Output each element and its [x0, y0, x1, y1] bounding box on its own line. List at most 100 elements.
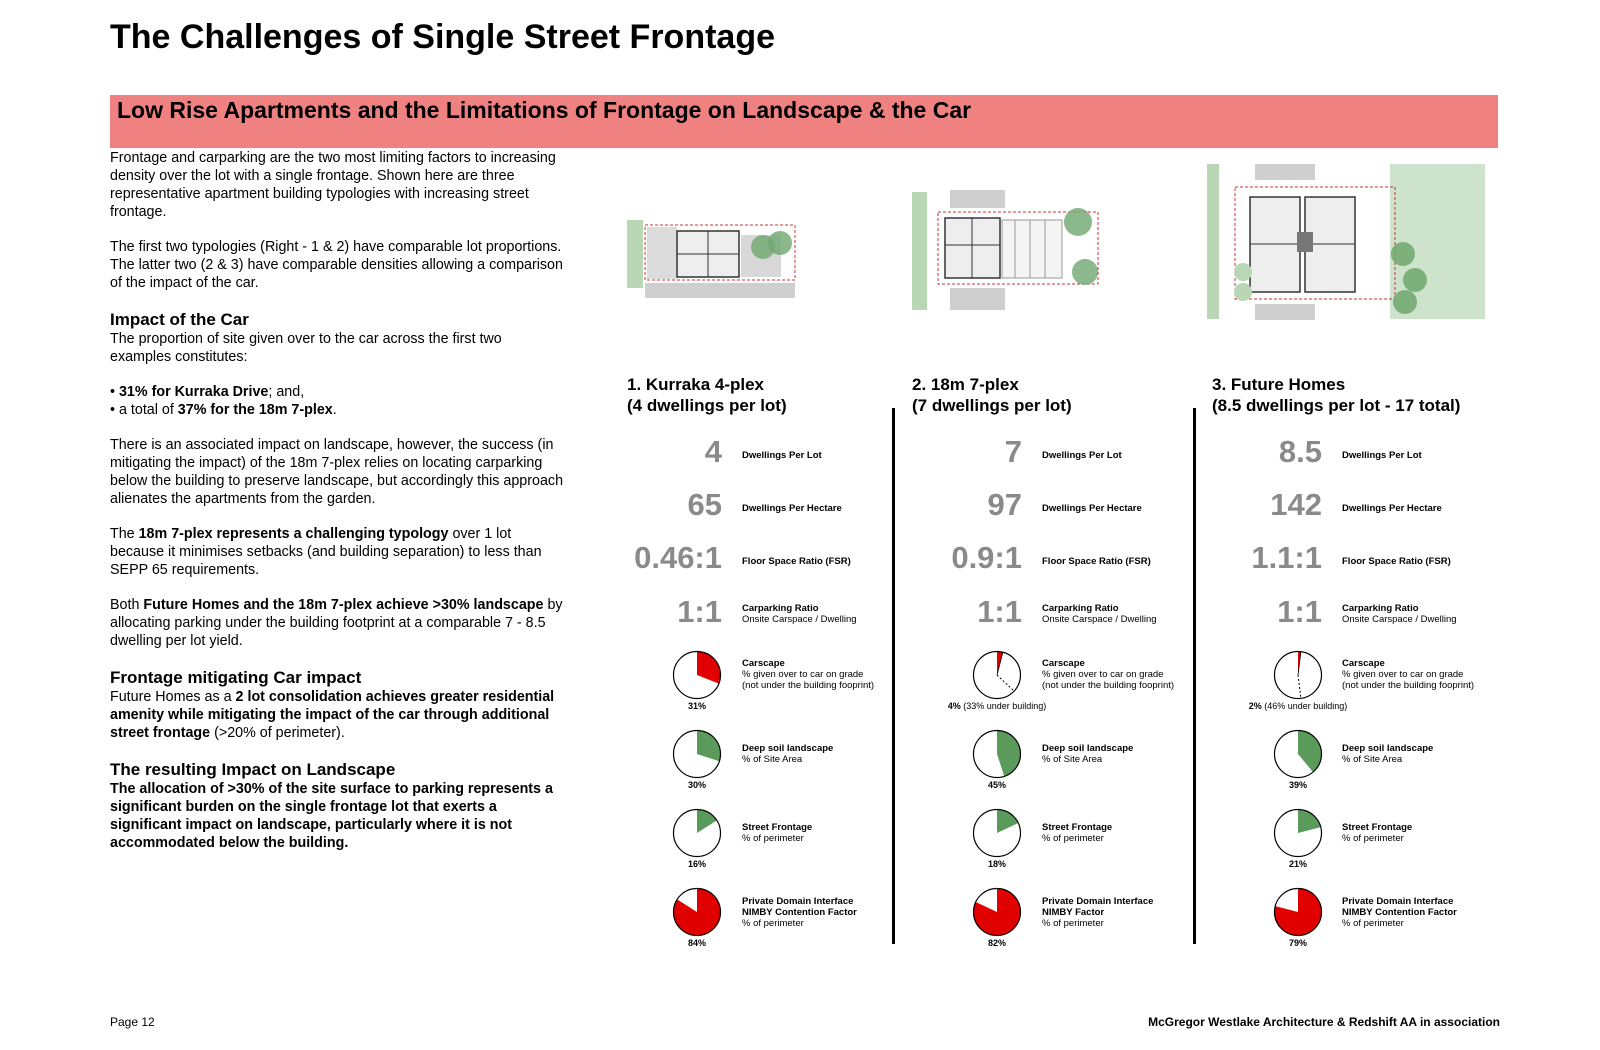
pie-outline: [672, 887, 722, 937]
page-number: Page 12: [110, 1015, 155, 1029]
banner-title: Low Rise Apartments and the Limitations …: [117, 97, 972, 123]
label-carscape: Carscape% given over to car on grade(not…: [1042, 658, 1175, 691]
pie-outline: [972, 650, 1022, 700]
bullet-list: • 31% for Kurraka Drive; and, • a total …: [110, 383, 565, 419]
pct-deepsoil: 45%: [987, 780, 1006, 790]
label-dwellings-lot: Dwellings Per Lot: [742, 450, 822, 461]
pct-frontage: 16%: [687, 859, 706, 869]
pie-slice: [997, 809, 1019, 833]
label-deepsoil: Deep soil landscape% of Site Area: [742, 743, 834, 765]
pie-pdi: [1273, 887, 1323, 937]
pct-pdi: 84%: [687, 938, 706, 948]
label-dwellings-lot: Dwellings Per Lot: [1042, 450, 1122, 461]
value-carparking: 1:1: [677, 594, 722, 629]
footer-credit: McGregor Westlake Architecture & Redshif…: [1148, 1015, 1500, 1029]
value-dwellings-ha: 65: [687, 487, 722, 522]
site-plan-18m-7plex: [910, 190, 1115, 315]
label-frontage: Street Frontage% of perimeter: [1342, 822, 1413, 844]
value-dwellings-lot: 8.5: [1278, 434, 1322, 469]
pie-frontage: [972, 808, 1022, 858]
pie-slice-edge: [996, 652, 1004, 676]
page-title: The Challenges of Single Street Frontage: [110, 18, 775, 56]
pct-pdi: 82%: [987, 938, 1006, 948]
pie-frontage: [672, 808, 722, 858]
paragraph: Future Homes as a 2 lot consolidation ac…: [110, 689, 555, 741]
pie-outline: [972, 729, 1022, 779]
pct-deepsoil: 30%: [687, 780, 706, 790]
pie-slice: [1298, 730, 1322, 773]
label-fsr: Floor Space Ratio (FSR): [742, 556, 851, 567]
label-fsr: Floor Space Ratio (FSR): [1042, 556, 1151, 567]
heading-frontage: Frontage mitigating Car impact: [110, 668, 362, 687]
pie-slice: [997, 730, 1021, 777]
value-fsr: 1.1:1: [1251, 540, 1322, 575]
label-fsr: Floor Space Ratio (FSR): [1342, 556, 1451, 567]
pie-outline: [1273, 808, 1323, 858]
pie-slice: [1274, 888, 1322, 936]
label-dwellings-ha: Dwellings Per Hectare: [1342, 503, 1442, 514]
paragraph: The proportion of site given over to the…: [110, 331, 502, 365]
value-carparking: 1:1: [977, 594, 1022, 629]
site-plan-kurraka: [625, 205, 815, 300]
site-plan-future-homes: [1205, 162, 1485, 322]
value-carparking: 1:1: [1277, 594, 1322, 629]
pie-outline: [1273, 729, 1323, 779]
paragraph: The 18m 7-plex represents a challenging …: [110, 526, 542, 578]
pie-slice: [697, 730, 721, 762]
pct-deepsoil: 39%: [1288, 780, 1307, 790]
pie-outline: [672, 650, 722, 700]
pct-frontage: 18%: [987, 859, 1006, 869]
value-fsr: 0.9:1: [951, 540, 1022, 575]
pie-slice-edge: [1297, 651, 1302, 676]
column-divider: [892, 408, 895, 944]
bullet-item: • 31% for Kurraka Drive; and,: [110, 384, 305, 400]
label-dwellings-ha: Dwellings Per Hectare: [1042, 503, 1142, 514]
pie-deepsoil: [972, 729, 1022, 779]
pie-deepsoil: [672, 729, 722, 779]
pie-deepsoil: [1273, 729, 1323, 779]
column-heading-3: 3. Future Homes(8.5 dwellings per lot - …: [1212, 375, 1461, 415]
pct-carscape: 31%: [687, 701, 706, 711]
pie-outline: [1273, 887, 1323, 937]
paragraph: Both Future Homes and the 18m 7-plex ach…: [110, 597, 563, 649]
pie-outline: [672, 808, 722, 858]
pct-carscape: 4% (33% under building): [947, 701, 1047, 711]
value-dwellings-ha: 97: [987, 487, 1022, 522]
column-heading-2: 2. 18m 7-plex(7 dwellings per lot): [912, 375, 1072, 415]
intro-text: Frontage and carparking are the two most…: [110, 149, 565, 869]
label-carscape: Carscape% given over to car on grade(not…: [742, 658, 875, 691]
label-deepsoil: Deep soil landscape% of Site Area: [1042, 743, 1134, 765]
paragraph: Frontage and carparking are the two most…: [110, 150, 556, 220]
pie-slice: [973, 888, 1021, 936]
pct-carscape: 2% (46% under building): [1248, 701, 1348, 711]
label-deepsoil: Deep soil landscape% of Site Area: [1342, 743, 1434, 765]
pie-carscape: [972, 650, 1022, 700]
pie-outline: [972, 808, 1022, 858]
value-dwellings-ha: 142: [1270, 487, 1322, 522]
label-frontage: Street Frontage% of perimeter: [742, 822, 813, 844]
bullet-item: • a total of 37% for the 18m 7-plex.: [110, 402, 337, 418]
pie-carscape: [1273, 650, 1323, 700]
heading-impact-of-car: Impact of the Car: [110, 310, 249, 329]
pie-pdi: [972, 887, 1022, 937]
label-frontage: Street Frontage% of perimeter: [1042, 822, 1113, 844]
pie-outline: [1273, 650, 1323, 700]
pie-outline: [972, 887, 1022, 937]
label-carscape: Carscape% given over to car on grade(not…: [1342, 658, 1475, 691]
pie-outline: [672, 729, 722, 779]
column-divider: [1193, 408, 1196, 944]
section-banner: Low Rise Apartments and the Limitations …: [110, 95, 1498, 148]
pie-frontage: [1273, 808, 1323, 858]
pie-pdi: [672, 887, 722, 937]
pct-pdi: 79%: [1288, 938, 1307, 948]
label-dwellings-lot: Dwellings Per Lot: [1342, 450, 1422, 461]
pct-frontage: 21%: [1288, 859, 1307, 869]
paragraph: The allocation of >30% of the site surfa…: [110, 781, 553, 851]
paragraph: There is an associated impact on landsca…: [110, 437, 564, 507]
